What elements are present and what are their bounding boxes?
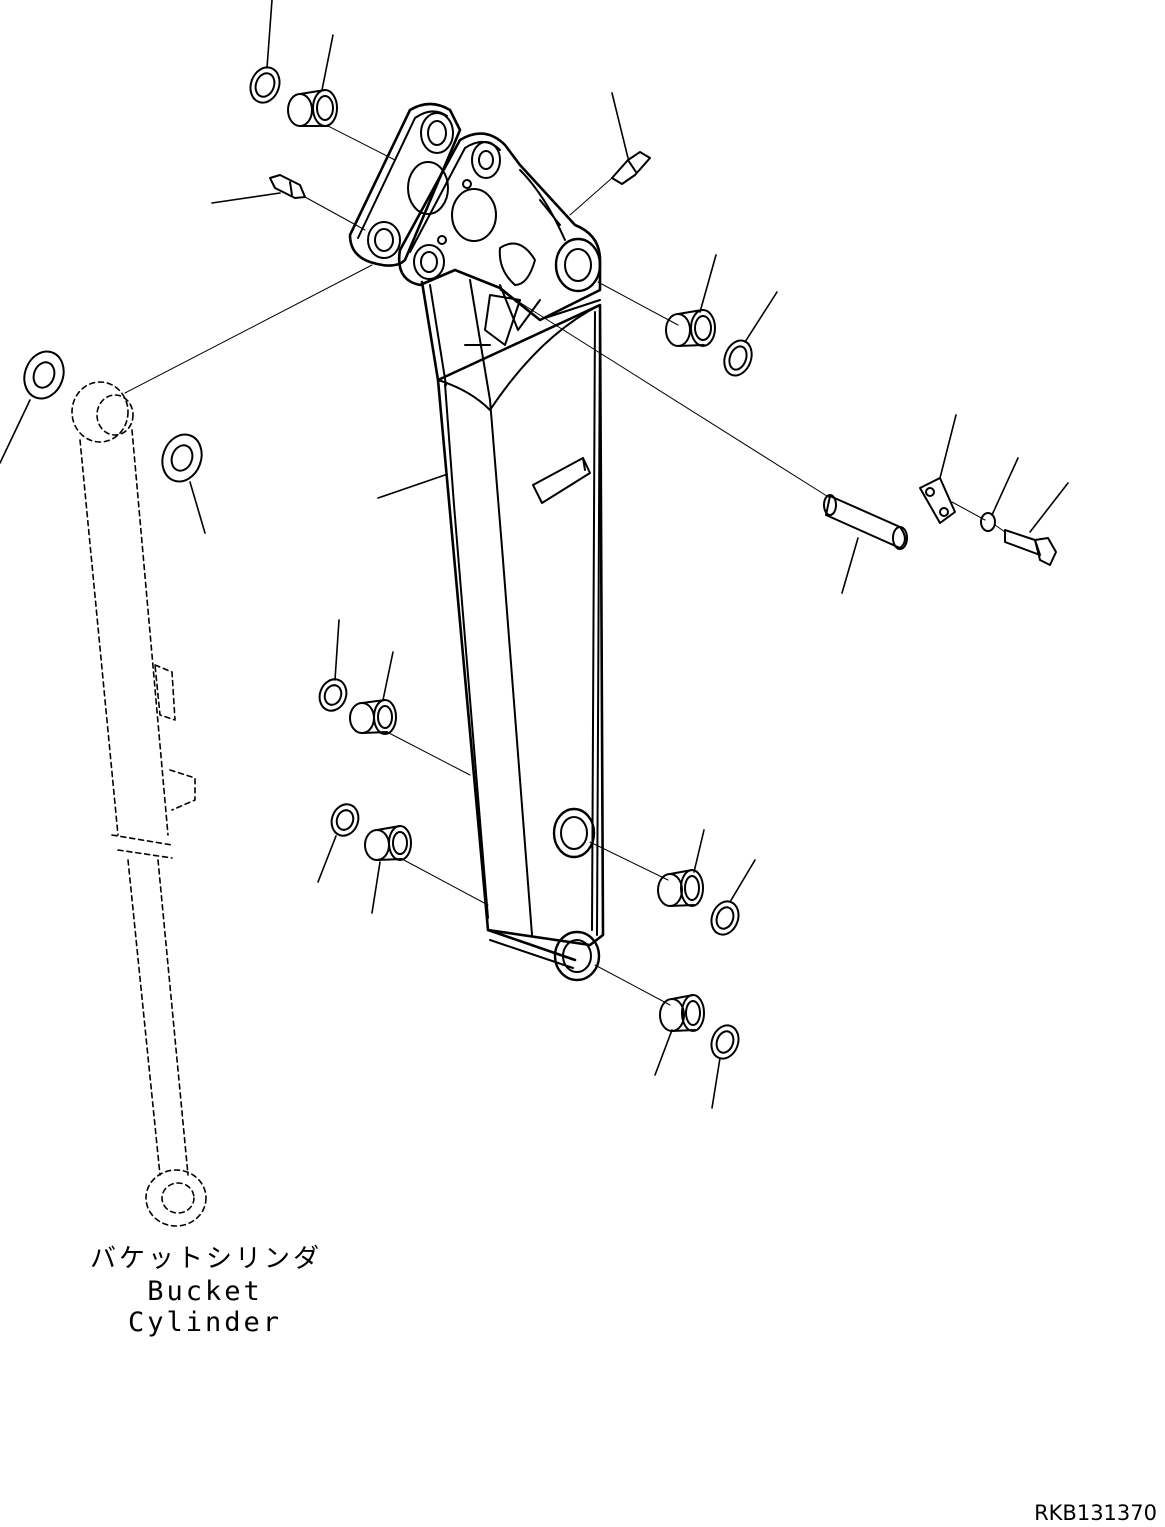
assembly-lines (124, 125, 1006, 1006)
drawing-number: RKB131370 (1034, 1501, 1157, 1525)
leader-lines (0, 0, 1069, 1109)
cylinder-label-jp: バケットシリンダ (89, 1244, 322, 1274)
cylinder-label-en: Bucket Cylinder (127, 1276, 283, 1338)
loose-parts (23, 66, 1057, 1060)
arm-body (348, 102, 605, 982)
bucket-cylinder (71, 381, 207, 1227)
